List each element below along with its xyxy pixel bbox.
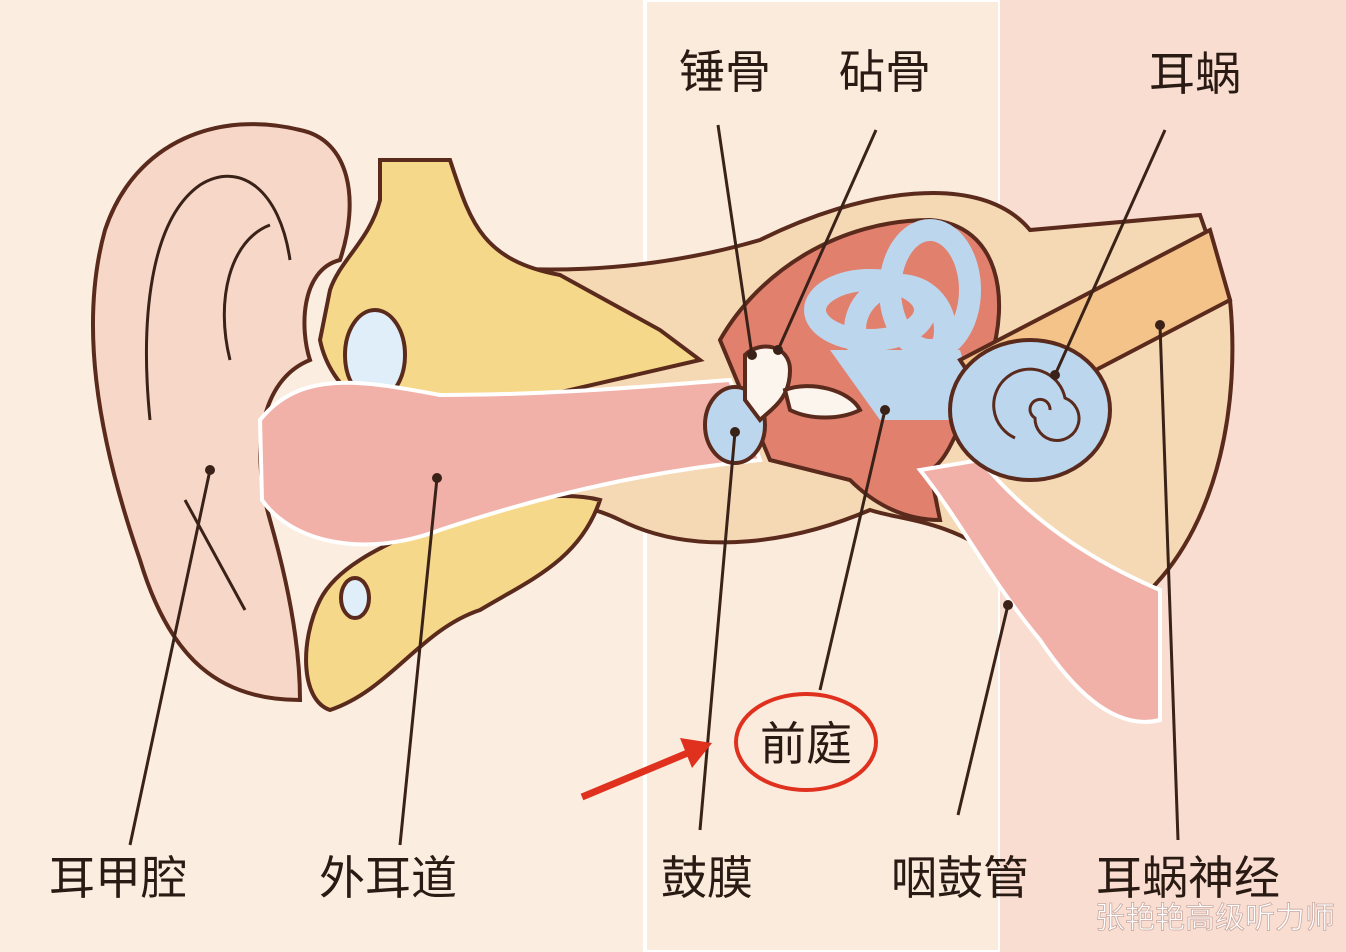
malleus-shape	[743, 344, 793, 424]
stapes-shape	[782, 384, 863, 420]
vestibule-shape	[830, 350, 980, 420]
helix-fold	[145, 174, 292, 421]
highlight-circle	[734, 692, 878, 792]
watermark: 张艳艳高级听力师	[1095, 901, 1335, 936]
label-ear-canal: 外耳道	[319, 851, 457, 905]
label-vestibule: 前庭	[760, 717, 852, 771]
red-arrow-icon	[580, 738, 712, 801]
label-concha: 耳甲腔	[49, 851, 187, 905]
label-eustachian-tube: 咽鼓管	[891, 851, 1029, 905]
label-incus: 砧骨	[839, 45, 931, 99]
tragus-fold	[183, 499, 247, 611]
label-cochlear-nerve: 耳蜗神经	[1096, 851, 1280, 905]
cartilage-hole-lower	[339, 576, 371, 620]
label-malleus: 锤骨	[679, 45, 771, 99]
ear-canal	[257, 377, 763, 547]
cochlea-spiral	[992, 367, 1081, 442]
label-eardrum: 鼓膜	[661, 851, 753, 905]
eustachian-tube	[916, 457, 1162, 724]
antihelix-fold	[222, 223, 271, 361]
label-cochlea: 耳蜗	[1149, 47, 1241, 101]
leader-lines	[128, 124, 1180, 846]
